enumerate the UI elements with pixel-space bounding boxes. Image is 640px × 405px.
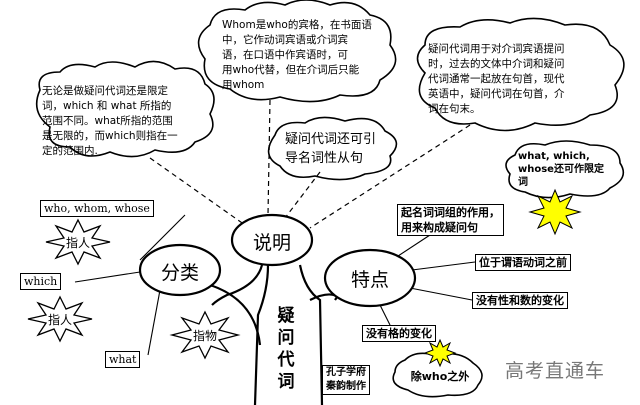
cloud-line: 用who代替，但在介词后只能 [222,64,360,76]
trunk-label: 疑问代词 [277,306,295,392]
cloud-line: 词，which 和 what 所指的 [42,100,172,112]
cloud-right-text: 疑问代词用于对介词宾语提问 时，过去的文体中介词和疑问 代词通常一起放在句首，现… [428,42,598,117]
box-what: what [105,351,141,368]
cloud-line: 英语中，疑问代词在句首，介 [428,88,565,100]
star-label-thing: 指物 [192,329,217,343]
star-icon-yellow-small [423,338,457,368]
box-line: 起名词词组的作用， [401,206,500,219]
box-who-whom-whose: who, whom, whose [40,200,154,217]
cloud-line: 定的范围内. [42,145,98,157]
cloud-line: 用whom [222,79,265,91]
credit-line: 孔子学府 [326,367,366,378]
cloud-middle-text: 疑问代词还可引 导名词性从句 [285,130,376,168]
box-which: which [20,273,62,290]
cloud-line: Whom是who的宾格，在书面语 [222,19,372,31]
exception-label: 除who之外 [410,370,470,383]
box-noun-phrase-role: 起名词词组的作用， 用来构成疑问句 [397,204,504,236]
cloud-top-text: Whom是who的宾格，在书面语 中，它作动词宾语或介词宾 语，在口语中作宾语时… [222,18,397,93]
cloud-line: 疑问代词还可引 [285,132,377,147]
cloud-line: 词在句末。 [428,103,481,115]
star-label-person-1: 指人 [65,236,90,250]
node-features: 特点 [350,269,389,291]
cloud-line: 时，过去的文体中介词和疑问 [428,58,565,70]
node-classification: 分类 [160,262,199,284]
cloud-line: whose还可作限定 [518,164,604,175]
cloud-top-shape [197,0,397,103]
star-icon-white-2 [27,295,93,343]
box-no-gender-number: 没有性和数的变化 [472,292,568,309]
cloud-line: 语，在口语中作宾语时，可 [222,49,348,61]
star-label-person-2: 指人 [47,313,72,327]
cloud-left-shape [35,60,215,158]
cloud-line: 疑问代词用于对介词宾语提问 [428,43,565,55]
cloud-line: 中，它作动词宾语或介词宾 [222,34,348,46]
watermark: 高考直通车 [505,360,606,382]
cloud-line: 导名词性从句 [285,151,364,166]
cloud-small-text: what, which, whose还可作限定 词 [518,150,604,189]
cloud-right-shape [416,17,625,132]
cloud-line: 范围不同。what所指的范围 [42,115,173,127]
box-line: 用来构成疑问句 [401,221,478,234]
box-before-predicate: 位于谓语动词之前 [475,254,571,271]
star-icon-yellow-large [528,188,582,236]
cloud-left-text: 无论是做疑问代词还是限定 词，which 和 what 所指的 范围不同。wha… [42,84,212,159]
cloud-line: 无论是做疑问代词还是限定 [42,85,168,97]
credit-line: 秦韵制作 [326,381,366,392]
cloud-middle-shape [267,116,398,181]
cloud-line: 是无限的，而which则指在一 [42,130,178,142]
cloud-small-shape [505,140,625,199]
cloud-line: what, which, [518,151,590,162]
node-explanation: 说明 [252,232,291,254]
cloud-line: 代词通常一起放在句首，现代 [428,73,565,85]
credit-box: 孔子学府 秦韵制作 [322,365,370,395]
cloud-line: 词 [518,177,528,188]
star-icon-white-3 [169,310,241,360]
box-no-case: 没有格的变化 [362,325,436,342]
star-icon-white-1 [45,218,111,266]
